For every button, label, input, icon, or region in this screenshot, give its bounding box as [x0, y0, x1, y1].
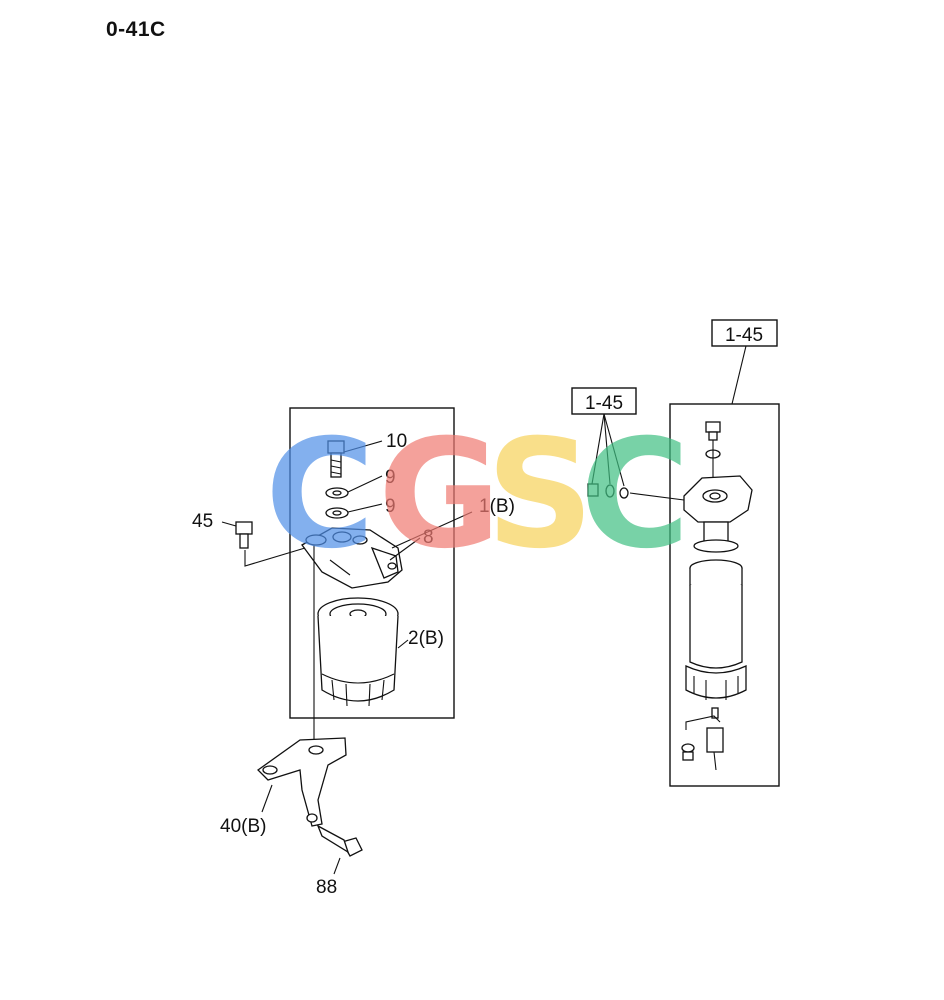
- callout-9-lower: 9: [385, 496, 396, 517]
- drain-plug: [681, 707, 724, 771]
- callout-45: 45: [192, 511, 213, 532]
- small-fittings: [587, 483, 629, 499]
- filter-element-2b: [317, 597, 399, 707]
- bracket-40b: [256, 737, 347, 827]
- callout-2b: 2(B): [408, 628, 444, 649]
- callout-9-upper: 9: [385, 467, 396, 488]
- page-code: 0-41C: [106, 18, 166, 41]
- left-assembly-frame: [289, 407, 455, 719]
- bolt-88: [316, 824, 363, 857]
- washer-9-upper: [325, 487, 349, 499]
- boxed-ref-top: 1-45: [711, 319, 778, 347]
- watermark: C G S C: [265, 408, 690, 582]
- filter-head-1b: [301, 527, 403, 589]
- callout-10: 10: [386, 431, 407, 452]
- air-bleed-screw: [705, 421, 721, 480]
- ref-box-mid-label: 1-45: [585, 393, 623, 414]
- callout-40b: 40(B): [220, 816, 266, 837]
- callout-8: 8: [423, 527, 434, 548]
- watermark-letter-1: C: [265, 408, 375, 582]
- watermark-letter-3: S: [486, 408, 594, 582]
- ref-box-top-label: 1-45: [725, 325, 763, 346]
- separator-bowl: [685, 559, 747, 700]
- watermark-letter-2: G: [378, 408, 501, 582]
- callout-88: 88: [316, 877, 337, 898]
- watermark-letter-4: C: [580, 408, 690, 582]
- right-assembly-frame: [669, 403, 780, 787]
- callout-1b: 1(B): [479, 496, 515, 517]
- washer-9-lower: [325, 507, 349, 519]
- bolt-10: [327, 440, 345, 478]
- separator-head: [683, 475, 753, 553]
- bolt-45: [235, 521, 253, 549]
